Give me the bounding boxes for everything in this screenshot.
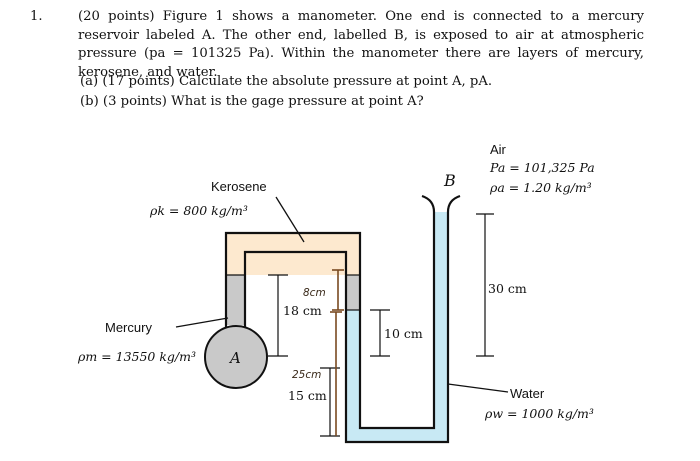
dim-15-label: 15 cm bbox=[288, 388, 327, 403]
leader-lines bbox=[175, 196, 509, 393]
outer-pipe-wall bbox=[224, 212, 436, 430]
water-leader bbox=[447, 383, 509, 393]
dim-18-label: 18 cm bbox=[283, 303, 322, 318]
dim-10-label: 10 cm bbox=[384, 326, 423, 341]
mercury-column-fill bbox=[346, 275, 360, 310]
problem-number: 1. bbox=[30, 9, 43, 24]
mercury-reservoir bbox=[204, 325, 268, 389]
dim-30-label: 30 cm bbox=[488, 281, 527, 296]
water-density: ρw = 1000 kg/m³ bbox=[484, 406, 594, 421]
mercury-neck-fill bbox=[226, 275, 245, 325]
air-label: Air bbox=[490, 142, 507, 157]
part-a: (a) (17 points) Calculate the absolute p… bbox=[80, 74, 493, 89]
hw-25cm-label: 25cm bbox=[292, 369, 321, 381]
mercury-density: ρm = 13550 kg/m³ bbox=[77, 349, 196, 364]
inner-pipe-wall bbox=[243, 212, 450, 444]
problem-statement: 1. (20 points) Figure 1 shows a manometer… bbox=[30, 8, 644, 82]
kerosene-label: Kerosene bbox=[211, 179, 267, 194]
interface-lines bbox=[226, 274, 360, 311]
pipe-walls bbox=[224, 194, 461, 444]
water-label: Water bbox=[510, 386, 545, 401]
opening-b-left bbox=[421, 194, 436, 213]
handwritten-marks bbox=[330, 269, 344, 436]
hw-8cm-label: 8cm bbox=[303, 287, 326, 299]
part-b: (b) (3 points) What is the gage pressure… bbox=[80, 94, 424, 109]
fluid-fills bbox=[226, 212, 448, 442]
point-a-label: A bbox=[228, 349, 241, 367]
mercury-label: Mercury bbox=[105, 320, 152, 335]
mercury-leader bbox=[175, 317, 229, 328]
kerosene-fill bbox=[226, 233, 360, 275]
problem-parts: (a) (17 points) Calculate the absolute p… bbox=[80, 72, 492, 112]
kerosene-density: ρk = 800 kg/m³ bbox=[149, 203, 248, 218]
opening-b-right bbox=[446, 194, 461, 213]
kerosene-leader bbox=[275, 196, 305, 243]
problem-text: (20 points) Figure 1 shows a manometer. … bbox=[78, 9, 644, 80]
point-b-label: B bbox=[443, 171, 456, 190]
water-fill bbox=[346, 212, 448, 442]
air-density: ρa = 1.20 kg/m³ bbox=[489, 180, 592, 195]
air-pressure: Pa = 101,325 Pa bbox=[489, 160, 595, 175]
